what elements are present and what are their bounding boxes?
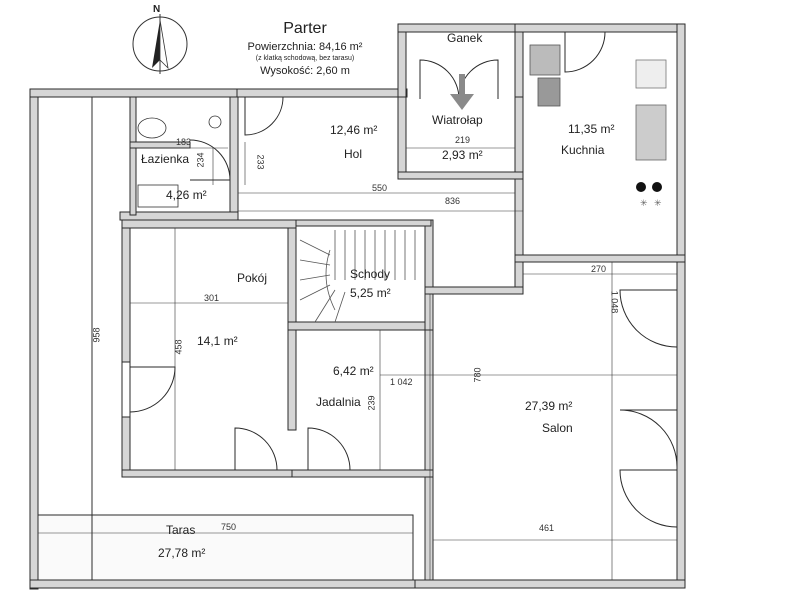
plan-title: Parter <box>283 20 327 37</box>
dim-label: 239 <box>366 395 377 411</box>
dim-label: 233 <box>255 154 266 170</box>
room-kuchnia-area: 11,35 m² <box>568 122 615 136</box>
dim-label: 1 042 <box>390 377 413 387</box>
plan-area-note: (z klatką schodową, bez tarasu) <box>255 55 355 62</box>
plan-area: Powierzchnia: 84,16 m² <box>247 41 363 53</box>
room-hol-name: Hol <box>344 147 363 161</box>
dim-label: 780 <box>472 367 483 383</box>
dim-label: 461 <box>539 523 555 533</box>
room-pokoj-area: 14,1 m² <box>197 334 238 348</box>
svg-text:✳: ✳ <box>640 198 648 208</box>
room-wiatrolap-name: Wiatrołap <box>432 113 483 127</box>
room-salon-area: 27,39 m² <box>525 399 573 413</box>
dim-label: 183 <box>176 137 192 147</box>
north-arrow-icon <box>132 14 188 74</box>
room-jadalnia-area: 6,42 m² <box>333 364 374 378</box>
room-pokoj-name: Pokój <box>237 271 268 285</box>
bathroom-fixtures-icon <box>137 115 222 208</box>
outer-walls <box>29 23 686 590</box>
entrance-arrow-icon <box>450 74 474 110</box>
compass-north-label: N <box>153 4 161 15</box>
room-wiatrolap-area: 2,93 m² <box>442 148 483 162</box>
dim-label: 301 <box>204 293 220 303</box>
dim-label: 219 <box>455 135 471 145</box>
room-hol-area: 12,46 m² <box>330 123 378 137</box>
room-lazienka-name: Łazienka <box>141 152 190 166</box>
dim-label: 1 048 <box>609 290 620 314</box>
room-salon-name: Salon <box>542 421 573 435</box>
stairs <box>299 230 416 323</box>
inner-walls <box>119 96 686 581</box>
room-lazienka-area: 4,26 m² <box>166 188 207 202</box>
kitchen-fixtures-icon: ✳ ✳ <box>529 44 667 208</box>
room-jadalnia-name: Jadalnia <box>316 395 361 409</box>
dim-label: 836 <box>445 196 461 206</box>
svg-text:✳: ✳ <box>654 198 662 208</box>
dim-label: 958 <box>91 327 102 343</box>
room-ganek-name: Ganek <box>447 31 483 45</box>
room-schody-area: 5,25 m² <box>350 286 391 300</box>
plan-height: Wysokość: 2,60 m <box>260 65 350 77</box>
room-kuchnia-name: Kuchnia <box>561 143 605 157</box>
dim-label: 458 <box>173 339 184 355</box>
taras-outline <box>37 96 414 581</box>
room-taras-area: 27,78 m² <box>158 546 206 560</box>
dim-label: 750 <box>221 522 237 532</box>
room-taras-name: Taras <box>166 523 196 537</box>
dimension-lines <box>38 97 677 580</box>
dim-label: 270 <box>591 264 607 274</box>
dim-label: 234 <box>195 152 206 168</box>
room-schody-name: Schody <box>350 267 391 281</box>
dim-label: 550 <box>372 183 388 193</box>
